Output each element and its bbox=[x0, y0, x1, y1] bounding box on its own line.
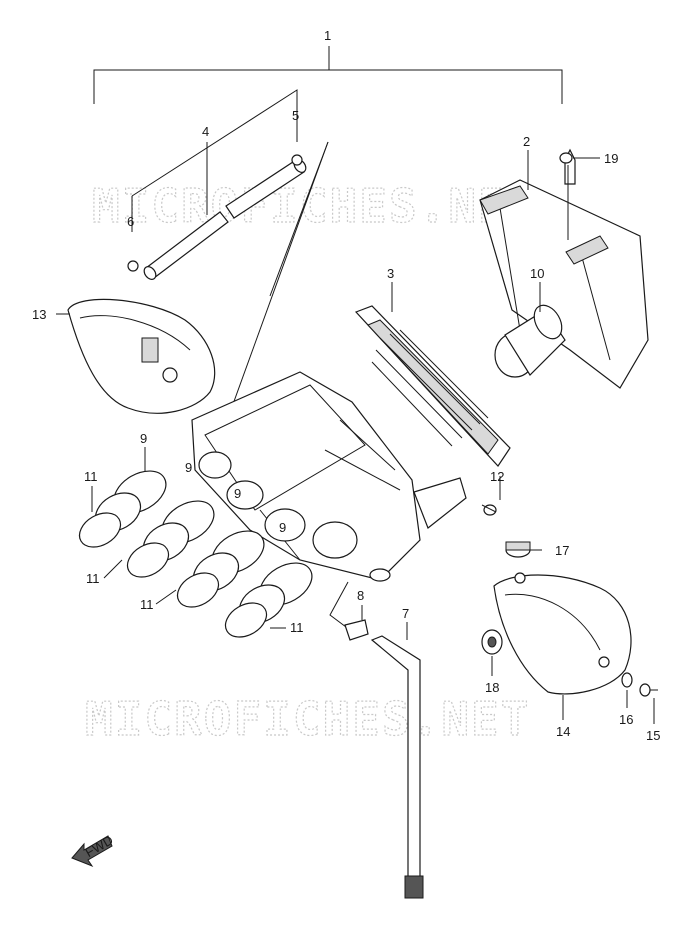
callout-12: 12 bbox=[490, 469, 504, 484]
callout-2: 2 bbox=[523, 134, 530, 149]
callout-19: 19 bbox=[604, 151, 618, 166]
watermark-bottom: MICROFICHES.NET bbox=[85, 692, 530, 746]
air-filter-element bbox=[354, 305, 511, 467]
callout-numbers: 1 2 3 4 5 6 7 8 9 9 9 9 10 11 11 11 11 1… bbox=[32, 28, 660, 743]
side-cover bbox=[493, 572, 632, 695]
fwd-label: FWD bbox=[83, 832, 116, 860]
callout-17: 17 bbox=[555, 543, 569, 558]
callout-18: 18 bbox=[485, 680, 499, 695]
washer-16 bbox=[621, 672, 633, 688]
watermark-top: MICROFICHES.NET bbox=[92, 179, 537, 233]
boot-clamps bbox=[78, 512, 268, 638]
callout-11b: 11 bbox=[86, 571, 100, 586]
callout-7: 7 bbox=[402, 606, 409, 621]
grommet-17 bbox=[505, 541, 531, 558]
callout-14: 14 bbox=[556, 724, 570, 739]
callout-1: 1 bbox=[324, 28, 331, 43]
breather-leader-lines bbox=[131, 89, 329, 441]
callout-9a: 9 bbox=[140, 431, 147, 446]
fwd-arrow: FWD bbox=[71, 832, 116, 868]
callout-15: 15 bbox=[646, 728, 660, 743]
callout-11a: 11 bbox=[84, 469, 98, 484]
callout-11c: 11 bbox=[140, 597, 154, 612]
callout-13: 13 bbox=[32, 307, 46, 322]
intake-boots bbox=[94, 470, 313, 624]
air-cleaner-box bbox=[191, 371, 467, 582]
callout-10: 10 bbox=[530, 266, 544, 281]
grommet-18 bbox=[481, 629, 503, 655]
callout-9b: 9 bbox=[185, 460, 192, 475]
rear-cover bbox=[67, 298, 216, 414]
callout-9c: 9 bbox=[234, 486, 241, 501]
callout-leaders bbox=[56, 150, 655, 724]
screw-19 bbox=[559, 152, 573, 164]
drain-hose bbox=[329, 581, 424, 899]
screw-15 bbox=[639, 683, 658, 697]
callout-6: 6 bbox=[127, 214, 134, 229]
callout-5: 5 bbox=[292, 108, 299, 123]
assembly-bracket bbox=[93, 46, 563, 104]
screw-12 bbox=[481, 504, 497, 516]
callout-9d: 9 bbox=[279, 520, 286, 535]
callout-16: 16 bbox=[619, 712, 633, 727]
callout-3: 3 bbox=[387, 266, 394, 281]
intake-duct bbox=[479, 148, 649, 389]
callout-8: 8 bbox=[357, 588, 364, 603]
callout-4: 4 bbox=[202, 124, 209, 139]
callout-11d: 11 bbox=[290, 620, 304, 635]
breather-hose bbox=[127, 154, 307, 280]
